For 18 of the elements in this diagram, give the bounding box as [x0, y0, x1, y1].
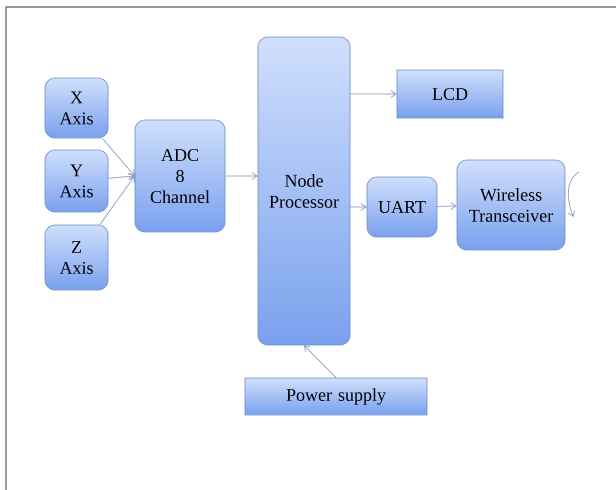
- arrow: [225, 172, 258, 180]
- arrow: [108, 172, 135, 180]
- process-box: LCD: [396, 70, 504, 118]
- process-box: X Axis: [44, 78, 108, 138]
- process-box: Power supply: [244, 378, 428, 416]
- process-box: Wireless Transceiver: [456, 160, 566, 250]
- arrow: [568, 172, 580, 217]
- arrow: [437, 202, 457, 210]
- arrow: [350, 203, 367, 211]
- process-box: Y Axis: [44, 150, 108, 212]
- arrow: [304, 345, 336, 378]
- arrow: [102, 138, 135, 176]
- process-box: UART: [366, 176, 438, 238]
- arrow: [350, 90, 397, 98]
- process-box: ADC 8 Channel: [134, 120, 226, 232]
- process-box: Node Processor: [258, 36, 350, 346]
- process-box: Z Axis: [44, 224, 108, 290]
- arrow: [100, 176, 135, 225]
